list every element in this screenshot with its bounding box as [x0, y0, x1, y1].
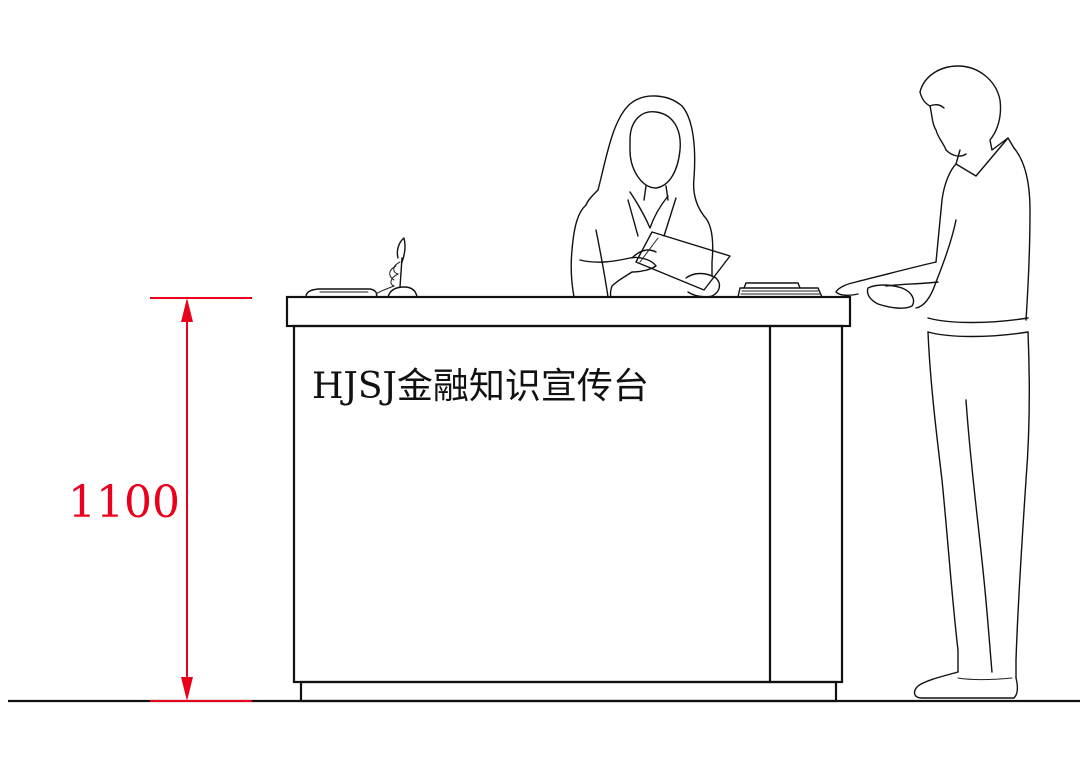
desk-label: HJSJ金融知识宣传台: [312, 366, 649, 407]
desk-top: [285, 295, 852, 328]
desk-plinth: [299, 680, 838, 703]
height-dimension: 1100: [68, 297, 252, 702]
dimension-arrow-top: [181, 298, 193, 322]
desk: HJSJ金融知识宣传台: [285, 295, 852, 703]
document-stack: [737, 282, 823, 298]
telephone: [305, 237, 418, 298]
standing-man-figure: [835, 65, 1031, 699]
dimension-arrow-bottom: [181, 677, 193, 701]
seated-woman-figure: [570, 95, 731, 298]
dimension-value: 1100: [68, 477, 180, 528]
